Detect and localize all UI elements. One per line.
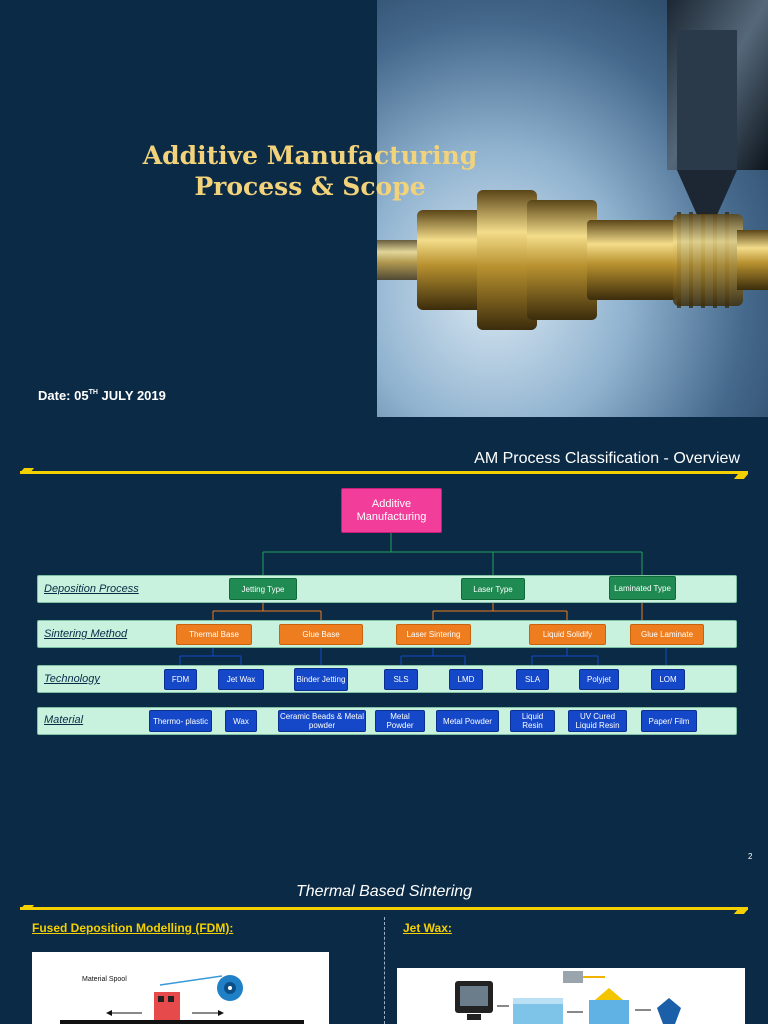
row-label-sintering: Sintering Method — [44, 628, 128, 640]
accent-cap-right-3 — [733, 909, 749, 914]
node-fdm: FDM — [164, 669, 197, 690]
title-line-2: Process & Scope — [194, 172, 426, 201]
root-node: Additive Manufacturing — [341, 488, 442, 533]
node-thermal-base: Thermal Base — [176, 624, 252, 645]
node-metal-powder-sls: Metal Powder — [375, 710, 425, 732]
node-paper-film: Paper/ Film — [641, 710, 697, 732]
title-slide: Additive Manufacturing Process & Scope D… — [0, 0, 768, 417]
node-binder-jetting: Binder Jetting — [294, 668, 348, 691]
node-lom: LOM — [651, 669, 685, 690]
node-jetting-type: Jetting Type — [229, 578, 297, 600]
material-spool-label: Material Spool — [82, 976, 127, 983]
slide-title: AM Process Classification - Overview — [474, 450, 740, 467]
date-sup: TH — [88, 389, 98, 396]
row-sintering: Sintering Method — [37, 620, 737, 648]
presentation-title: Additive Manufacturing Process & Scope — [120, 140, 500, 202]
node-wax: Wax — [225, 710, 257, 732]
node-polyjet: Polyjet — [579, 669, 619, 690]
fdm-heading: Fused Deposition Modelling (FDM): — [32, 921, 234, 935]
node-glue-base: Glue Base — [279, 624, 363, 645]
lathe-illustration — [377, 0, 768, 330]
node-jet-wax: Jet Wax — [218, 669, 264, 690]
column-divider — [384, 917, 385, 1024]
node-laser-type: Laser Type — [461, 578, 525, 600]
row-label-technology: Technology — [44, 673, 100, 685]
node-laminated-type: Laminated Type — [609, 576, 676, 600]
thermal-sintering-slide: Thermal Based Sintering Fused Deposition… — [0, 867, 768, 1024]
page-number-2: 2 — [748, 852, 753, 861]
lathe-photo — [377, 0, 768, 417]
jet-wax-diagram — [455, 971, 681, 1024]
node-uv-cured-resin: UV Cured Liquid Resin — [568, 710, 627, 732]
jet-wax-heading: Jet Wax: — [403, 921, 452, 935]
node-glue-laminate: Glue Laminate — [630, 624, 704, 645]
node-thermoplastic: Thermo- plastic — [149, 710, 212, 732]
tree-connectors — [179, 533, 667, 668]
node-sla: SLA — [516, 669, 549, 690]
fdm-diagram-panel: Material Spool — [32, 952, 329, 1024]
node-lmd: LMD — [449, 669, 483, 690]
node-liquid-resin: Liquid Resin — [510, 710, 555, 732]
date-suffix: JULY 2019 — [97, 388, 166, 403]
presentation-date: Date: 05TH JULY 2019 — [38, 388, 166, 403]
title-underline-3 — [20, 907, 748, 910]
node-sls: SLS — [384, 669, 418, 690]
classification-slide: AM Process Classification - Overview — [0, 418, 768, 866]
slide-3-title: Thermal Based Sintering — [295, 883, 473, 900]
node-liquid-solidify: Liquid Solidify — [529, 624, 606, 645]
node-ceramic-beads: Ceramic Beads & Metal powder — [278, 710, 366, 732]
node-metal-powder-lmd: Metal Powder — [436, 710, 499, 732]
title-underline — [20, 471, 748, 474]
node-laser-sintering: Laser Sintering — [396, 624, 471, 645]
title-line-1: Additive Manufacturing — [142, 141, 478, 170]
fdm-diagram — [60, 975, 304, 1024]
row-label-material: Material — [44, 714, 84, 726]
jet-wax-diagram-panel — [397, 968, 745, 1024]
date-prefix: Date: 05 — [38, 388, 89, 403]
row-label-deposition: Deposition Process — [44, 583, 139, 595]
